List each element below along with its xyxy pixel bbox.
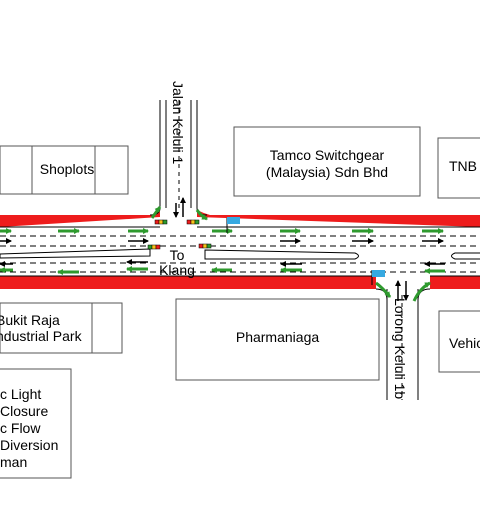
- flags: [226, 217, 385, 285]
- legend: c Light Closure c Flow Diversion man: [0, 386, 58, 471]
- traffic-light-icon: [154, 219, 168, 225]
- flow-arrow-turn: [150, 206, 162, 219]
- traffic-light-icon: [147, 244, 161, 250]
- flow-arrow-turn: [195, 209, 208, 221]
- legend-item-traffic-light: c Light: [0, 386, 42, 402]
- legend-item-diversion: Diversion: [0, 437, 59, 453]
- flag-icon: [371, 270, 385, 285]
- road-label-lorong-keluli: Lorong Keluli 1b: [392, 298, 408, 400]
- road-edge-north: [0, 210, 160, 227]
- median-west: [0, 248, 151, 259]
- pharmaniaga-block: [175, 298, 380, 381]
- building-outlines: [0, 126, 480, 479]
- traffic-lights: [147, 219, 212, 250]
- shoplots-block: [0, 145, 129, 195]
- lane-lines: [0, 226, 480, 277]
- building-label-pharmaniaga: Pharmaniaga: [235, 329, 320, 345]
- building-label-shoplots: Shoplots: [39, 161, 95, 177]
- road-edges: [0, 210, 480, 289]
- building-label-tamco: Tamco Switchgear (Malaysia) Sdn Bhd: [265, 147, 389, 180]
- road-label-to-klang: To Klang: [159, 247, 195, 278]
- median-east: [204, 249, 359, 260]
- bukit-raja-block: [0, 302, 123, 354]
- tamco-block: [233, 126, 421, 197]
- flow-arrows: [0, 206, 445, 302]
- road-arrows: [0, 197, 445, 301]
- building-label-tnb: TNB: [449, 158, 477, 174]
- flag-icon: [226, 217, 240, 233]
- road-label-jalan-keluli: Jalan Keluli 1: [170, 81, 186, 165]
- road-edge-south-west: [0, 276, 376, 289]
- legend-item-closure: Closure: [0, 403, 49, 419]
- road-edge-south-east: [430, 276, 480, 289]
- tnb-block: [437, 137, 480, 199]
- legend-box: [0, 368, 72, 479]
- legend-item-traffic-flow: c Flow: [0, 420, 41, 436]
- median-far-east: [451, 252, 480, 260]
- flow-arrow-turn: [412, 281, 431, 302]
- traffic-light-icon: [186, 219, 200, 225]
- legend-item-man: man: [0, 454, 28, 470]
- building-label-bukit-raja: Bukit Raja ndustrial Park: [0, 312, 82, 344]
- vehicle-block: [438, 310, 480, 373]
- road-edge-north-east: [197, 210, 480, 227]
- traffic-light-icon: [198, 243, 212, 249]
- flow-arrow-turn: [375, 281, 392, 298]
- building-label-vehicle: Vehic: [449, 335, 480, 351]
